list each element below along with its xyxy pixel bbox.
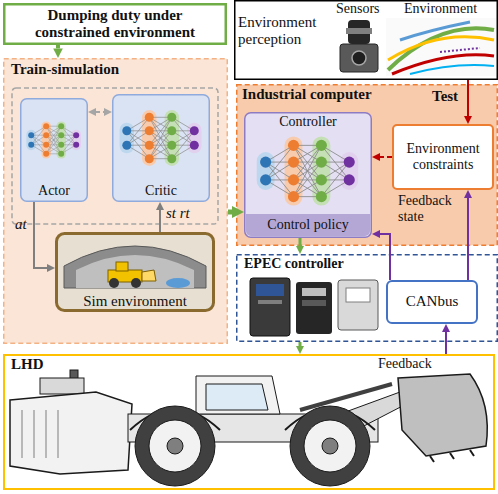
computer-label: Industrial computer	[242, 86, 372, 103]
connector	[34, 202, 47, 268]
controller-box-outline	[245, 113, 372, 238]
machine-label: LHD	[11, 356, 44, 373]
computer-panel: Industrial computerControllerControl pol…	[236, 84, 498, 246]
group-outline	[12, 88, 218, 224]
simulator-box-outline	[57, 234, 214, 311]
training-panel: Train-simulationActor CriticSim environme…	[3, 58, 228, 344]
perception-box-outline	[235, 1, 498, 80]
connector-label: st rt	[164, 205, 192, 222]
task-box: Dumping duty under constrained environme…	[3, 3, 227, 45]
bus-label: CANbus	[406, 293, 459, 310]
training-label: Train-simulation	[11, 61, 119, 78]
constraints-box-outline	[393, 125, 493, 189]
critic-box: Critic	[112, 94, 210, 202]
actor-box-outline	[21, 99, 88, 202]
label-anchor: st rt	[164, 205, 192, 222]
critic-label: Critic	[145, 183, 177, 199]
label-anchor: Feedback	[378, 356, 432, 372]
connector-label: Feedback state	[398, 193, 456, 225]
label-anchor: Environment	[404, 1, 477, 17]
connector	[96, 111, 104, 113]
hardware-panel: EPEC controllerCANbus	[236, 254, 498, 342]
connector	[299, 238, 302, 246]
controller-modules	[250, 278, 378, 336]
sensor-device	[340, 20, 378, 72]
connector	[299, 342, 302, 346]
controller-network	[257, 136, 358, 205]
hardware-panel-outline	[237, 255, 498, 342]
hardware-label: EPEC controller	[244, 256, 344, 272]
constraints-box: Environment constraints	[392, 124, 494, 190]
connector	[380, 234, 390, 280]
constraints-label: Environment constraints	[395, 141, 491, 173]
connector-label: Test	[432, 88, 458, 105]
connector-label: Feedback	[378, 356, 432, 372]
picture-caption: Sensors	[336, 1, 380, 17]
simulator-box: Sim environment	[55, 232, 215, 312]
connector	[228, 210, 232, 215]
sim-scene	[64, 246, 206, 288]
critic-box-outline	[113, 95, 210, 202]
bus-box: CANbus	[386, 280, 478, 324]
computer-panel-outline	[237, 85, 498, 246]
label-anchor: Test	[432, 88, 458, 105]
task-label: Dumping duty under constrained environme…	[11, 7, 219, 42]
point-cloud	[386, 18, 496, 76]
task-box-outline	[4, 4, 226, 44]
perception-label: Environment perception	[238, 14, 330, 49]
controller-box: ControllerControl policy	[244, 112, 372, 238]
label-anchor: at	[15, 216, 27, 233]
controller-label: Controller	[246, 114, 370, 130]
actor-label: Actor	[38, 183, 70, 199]
connector	[445, 332, 447, 354]
connector	[159, 210, 161, 232]
actor-network	[26, 121, 81, 158]
machine-panel-outline	[4, 355, 494, 489]
training-panel-outline	[4, 59, 228, 344]
simulator-label: Sim environment	[83, 293, 187, 310]
bus-box-outline	[387, 281, 477, 323]
loader-drawing	[10, 370, 487, 486]
label-anchor: Sensors	[336, 1, 380, 17]
actor-box: Actor	[20, 98, 88, 202]
machine-panel: LHD	[3, 354, 495, 490]
label-anchor: Feedback state	[398, 193, 456, 225]
connector	[380, 156, 392, 158]
controller-label: Control policy	[246, 214, 370, 236]
connector	[467, 198, 469, 280]
picture-caption: Environment	[404, 1, 477, 17]
connector-label: at	[15, 216, 27, 233]
connector	[467, 80, 469, 116]
connector	[56, 45, 60, 48]
critic-network	[120, 110, 202, 166]
